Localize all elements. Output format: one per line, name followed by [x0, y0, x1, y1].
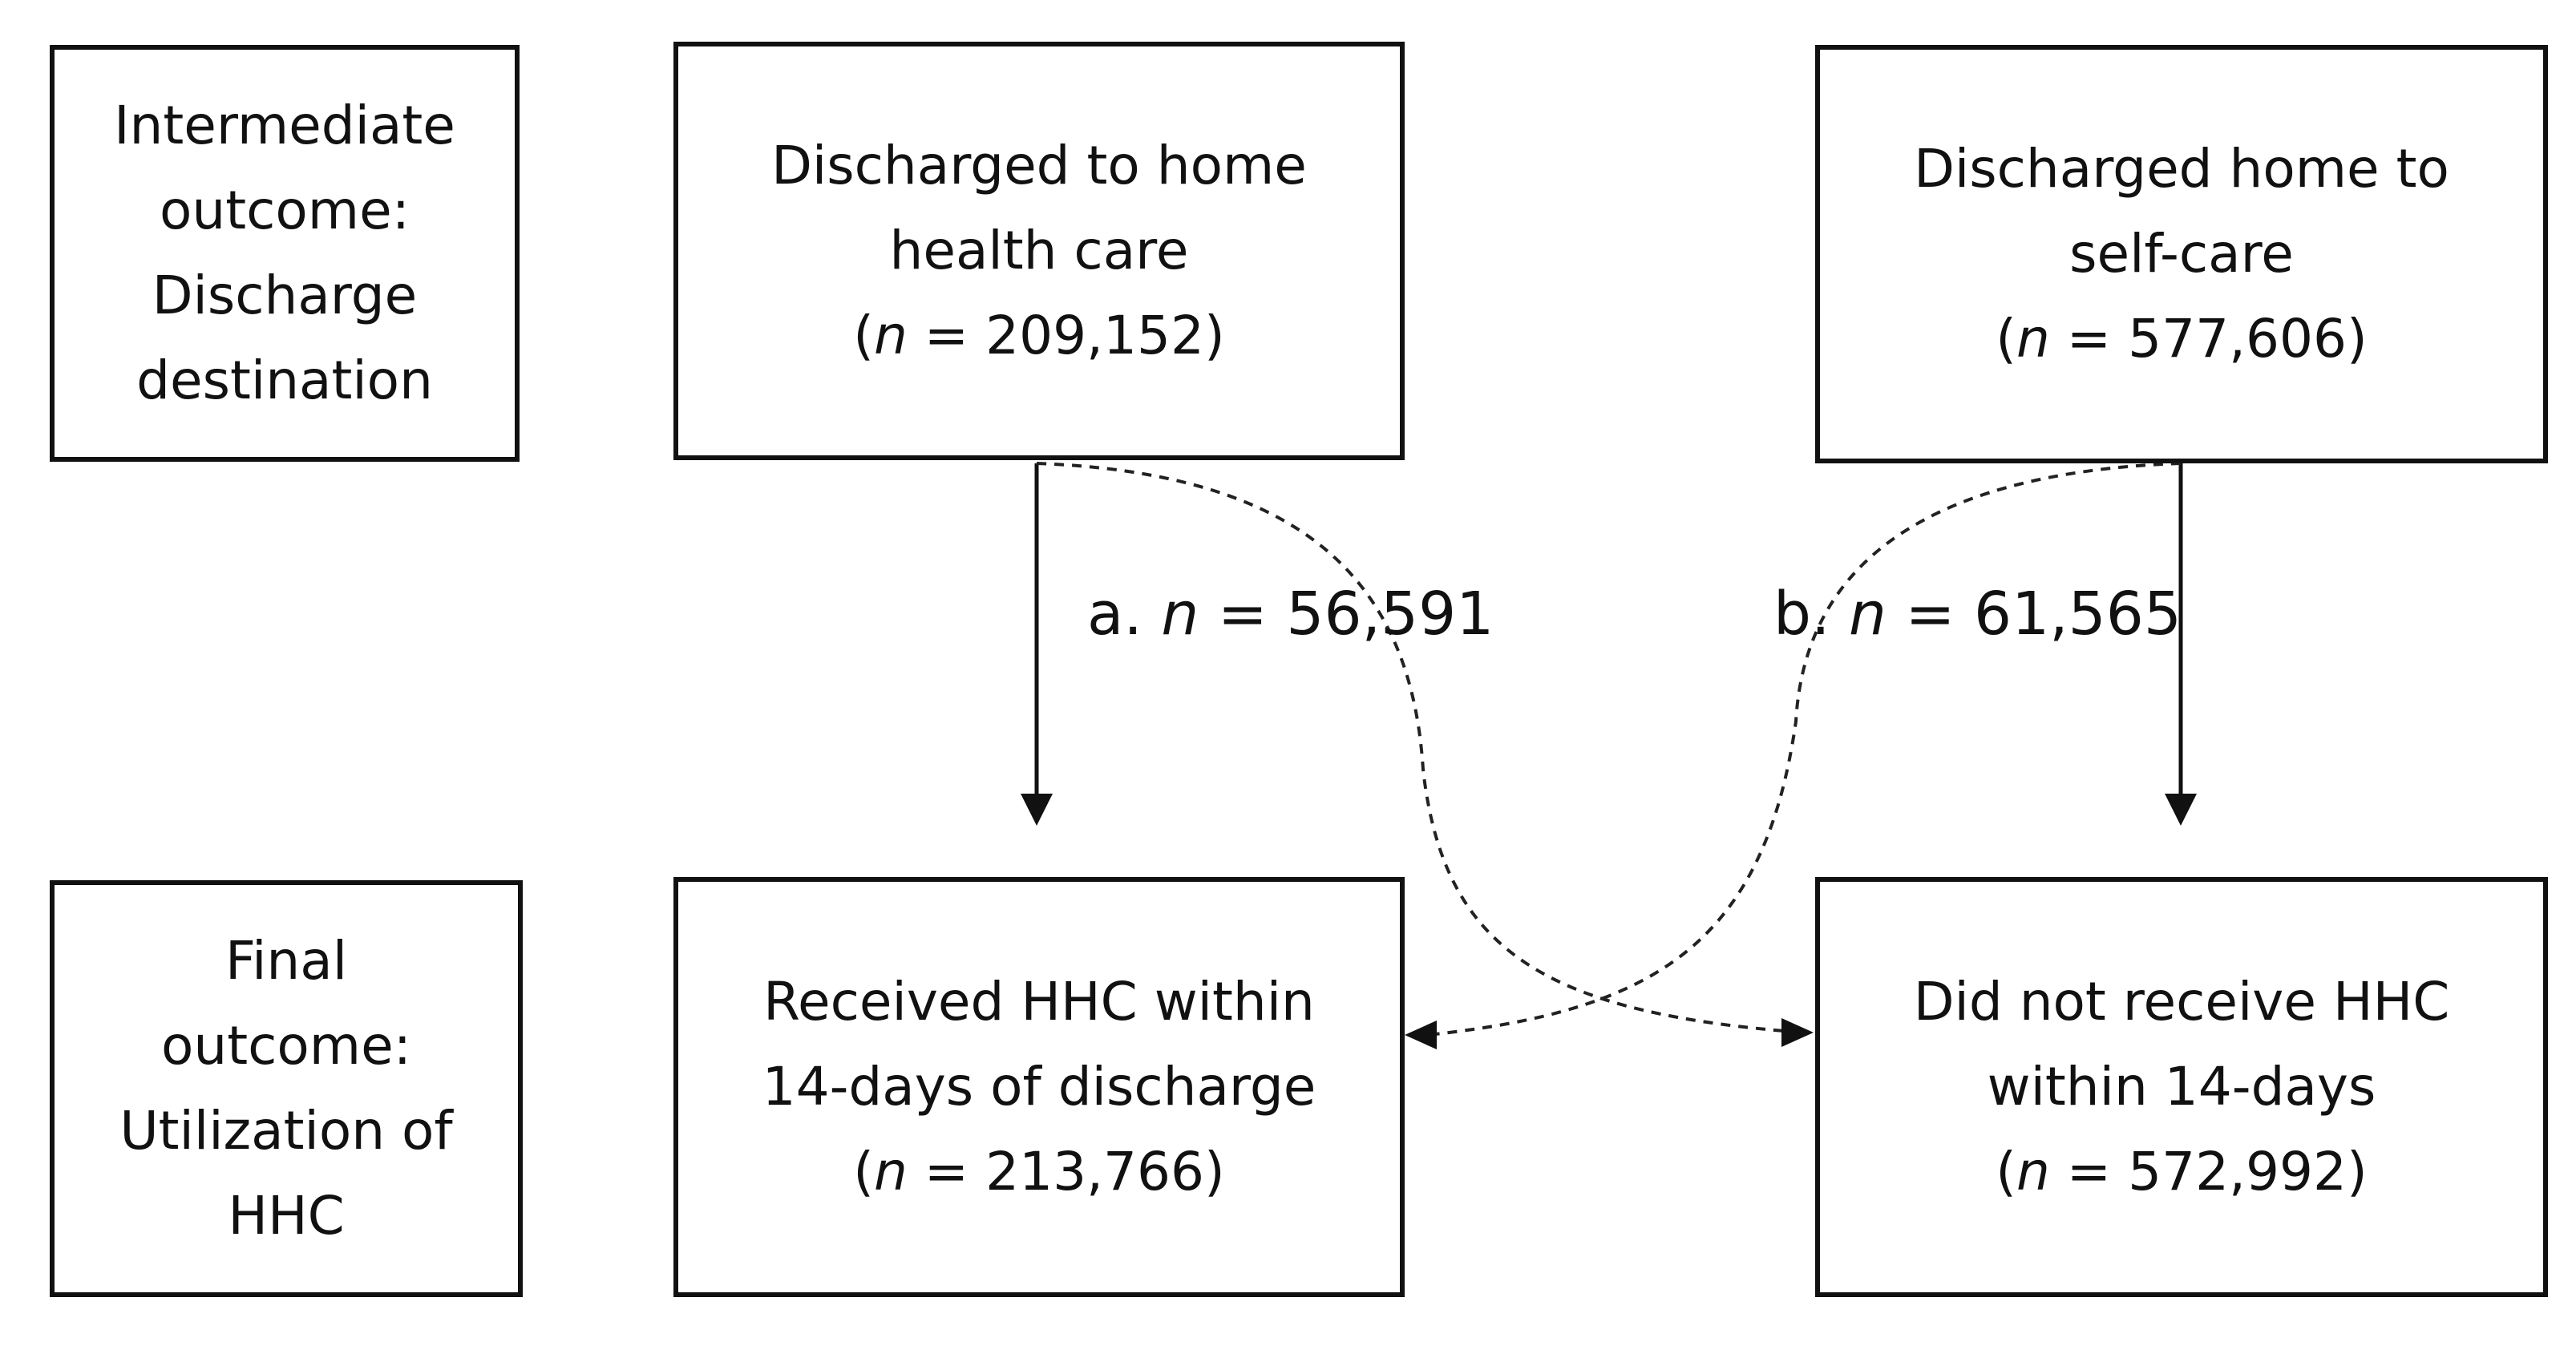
box-text-line: self-care — [2069, 223, 2294, 285]
box-text-line: Discharged home to — [1914, 138, 2449, 200]
box-received-hhc: Received HHC within 14-days of discharge… — [673, 877, 1405, 1297]
n-symbol: n — [2016, 308, 2050, 370]
box-text-line: Did not receive HHC — [1913, 971, 2450, 1033]
box-discharged-self-care: Discharged home to self-care (n = 577,60… — [1815, 45, 2548, 463]
count-value: = 572,992) — [2049, 1141, 2368, 1203]
count-value: = 213,766) — [907, 1141, 1225, 1203]
dashed-curve-b — [1434, 462, 2182, 1036]
row-label-line: Intermediate — [114, 95, 455, 156]
edge-prefix: b. — [1773, 580, 1850, 649]
box-not-received-hhc: Did not receive HHC within 14-days (n = … — [1815, 877, 2548, 1297]
edge-label-a: a. n = 56,591 — [1087, 582, 1494, 646]
dashed-arrowhead-b — [1405, 1021, 1437, 1049]
edge-label-b: b. n = 61,565 — [1773, 582, 2182, 646]
row-label-line: destination — [136, 350, 433, 411]
edge-value: = 56,591 — [1199, 580, 1494, 649]
row-label-line: Final — [224, 930, 348, 992]
row-label-intermediate: Intermediate outcome: Discharge destinat… — [50, 45, 520, 462]
n-symbol: n — [1849, 580, 1887, 649]
box-text-line: 14-days of discharge — [762, 1056, 1316, 1118]
dashed-curve-a — [1036, 462, 1785, 1033]
row-label-line: Discharge — [152, 265, 418, 326]
n-symbol: n — [873, 305, 908, 366]
row-label-line: outcome: — [160, 180, 410, 241]
solid-arrowhead-left — [1021, 794, 1053, 826]
n-symbol: n — [1161, 580, 1199, 649]
box-text-line: health care — [889, 220, 1189, 281]
count-value: = 209,152) — [907, 305, 1225, 366]
count-paren: ( — [1996, 308, 2016, 370]
count-paren: ( — [853, 305, 874, 366]
edge-value: = 61,565 — [1886, 580, 2182, 649]
box-count: (n = 209,152) — [853, 293, 1225, 378]
count-paren: ( — [1996, 1141, 2016, 1203]
box-count: (n = 572,992) — [1996, 1130, 2368, 1215]
n-symbol: n — [873, 1141, 908, 1203]
row-label-line: HHC — [228, 1185, 345, 1247]
box-discharged-home-health-care: Discharged to home health care (n = 209,… — [673, 42, 1405, 460]
row-label-final: Final outcome: Utilization of HHC — [50, 880, 523, 1297]
box-text-line: within 14-days — [1987, 1056, 2376, 1118]
dashed-arrowhead-a — [1781, 1018, 1814, 1047]
row-label-line: Utilization of — [119, 1100, 453, 1162]
box-text-line: Discharged to home — [771, 135, 1307, 196]
count-paren: ( — [853, 1141, 874, 1203]
box-count: (n = 213,766) — [853, 1130, 1225, 1215]
n-symbol: n — [2016, 1141, 2050, 1203]
row-label-line: outcome: — [161, 1015, 411, 1077]
edge-prefix: a. — [1087, 580, 1162, 649]
box-count: (n = 577,606) — [1996, 297, 2368, 382]
solid-arrowhead-right — [2165, 794, 2197, 826]
box-text-line: Received HHC within — [763, 971, 1315, 1033]
count-value: = 577,606) — [2049, 308, 2368, 370]
